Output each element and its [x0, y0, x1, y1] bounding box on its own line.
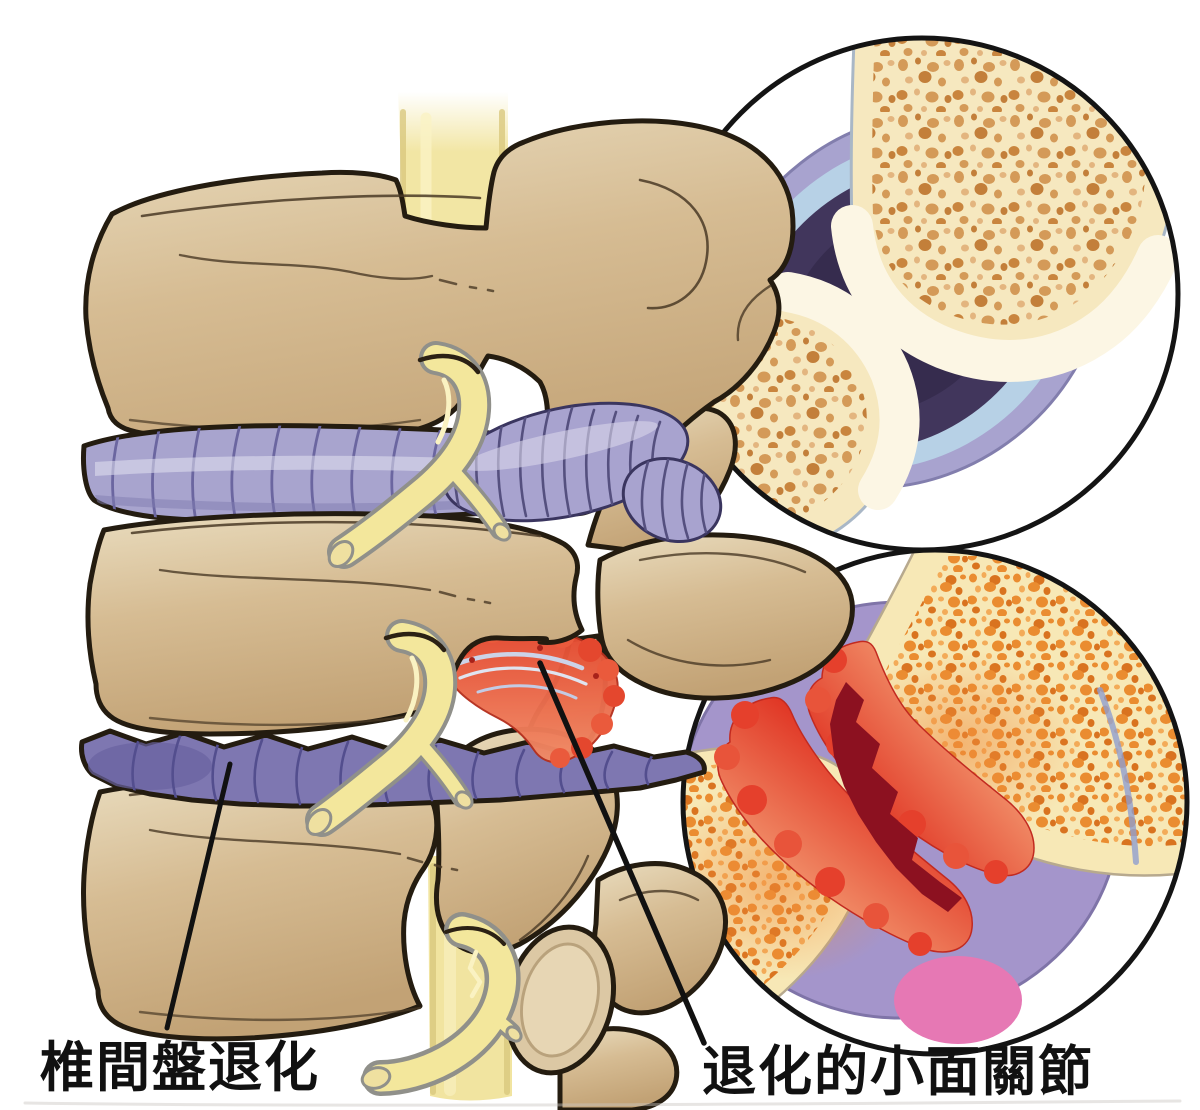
spinal-nerve-root-middle [305, 619, 474, 837]
spinous-process-middle [595, 532, 855, 701]
nerve-cut-face [327, 539, 355, 569]
spinal-nerve-root-lower [360, 912, 523, 1096]
capsule-lining-edge [1097, 687, 1139, 865]
cartilage-upper [831, 205, 1178, 382]
nerve-branch-cut-face [505, 1025, 523, 1043]
foramen-edge [444, 926, 506, 946]
facet-surface-inner [520, 942, 600, 1058]
facet-joint-capsule-healthy [442, 401, 723, 544]
foramen-edge [417, 353, 481, 375]
cartilage-lower [768, 272, 920, 510]
foramen-edge [383, 631, 447, 653]
inset-degenerated-facet-joint [680, 547, 1190, 1057]
vertebra-middle [85, 511, 585, 737]
inset-degenerated-outline [680, 547, 1190, 1057]
capsule-fibers-2 [640, 458, 708, 542]
vertebra-bottom [81, 773, 459, 1042]
spine-lateral-view [79, 92, 855, 1110]
label-disc-degeneration: 椎間盤退化 [40, 1038, 320, 1098]
label-facet-degeneration: 退化的小面關節 [702, 1042, 1094, 1102]
leader-line-disc [164, 761, 233, 1031]
nerve-branch-cut-face [492, 522, 512, 542]
nerve-cut-face [305, 807, 333, 837]
disc-fibers-degenerated [88, 734, 654, 806]
narrowed-joint-space [830, 682, 962, 912]
nerve-cut-face [360, 1066, 392, 1090]
inflamed-margin-lower [714, 696, 973, 956]
dural-sac-upper [398, 92, 508, 246]
fibrous-strands [449, 645, 599, 700]
nerve-branch-cut-face [454, 790, 474, 810]
leader-line-facet [537, 660, 707, 1046]
inflamed-pink-tissue [894, 956, 1022, 1044]
bone-detail-lines [626, 552, 807, 667]
page-edge-artifact [23, 1099, 1182, 1107]
spinal-nerve-root-upper [327, 341, 512, 569]
